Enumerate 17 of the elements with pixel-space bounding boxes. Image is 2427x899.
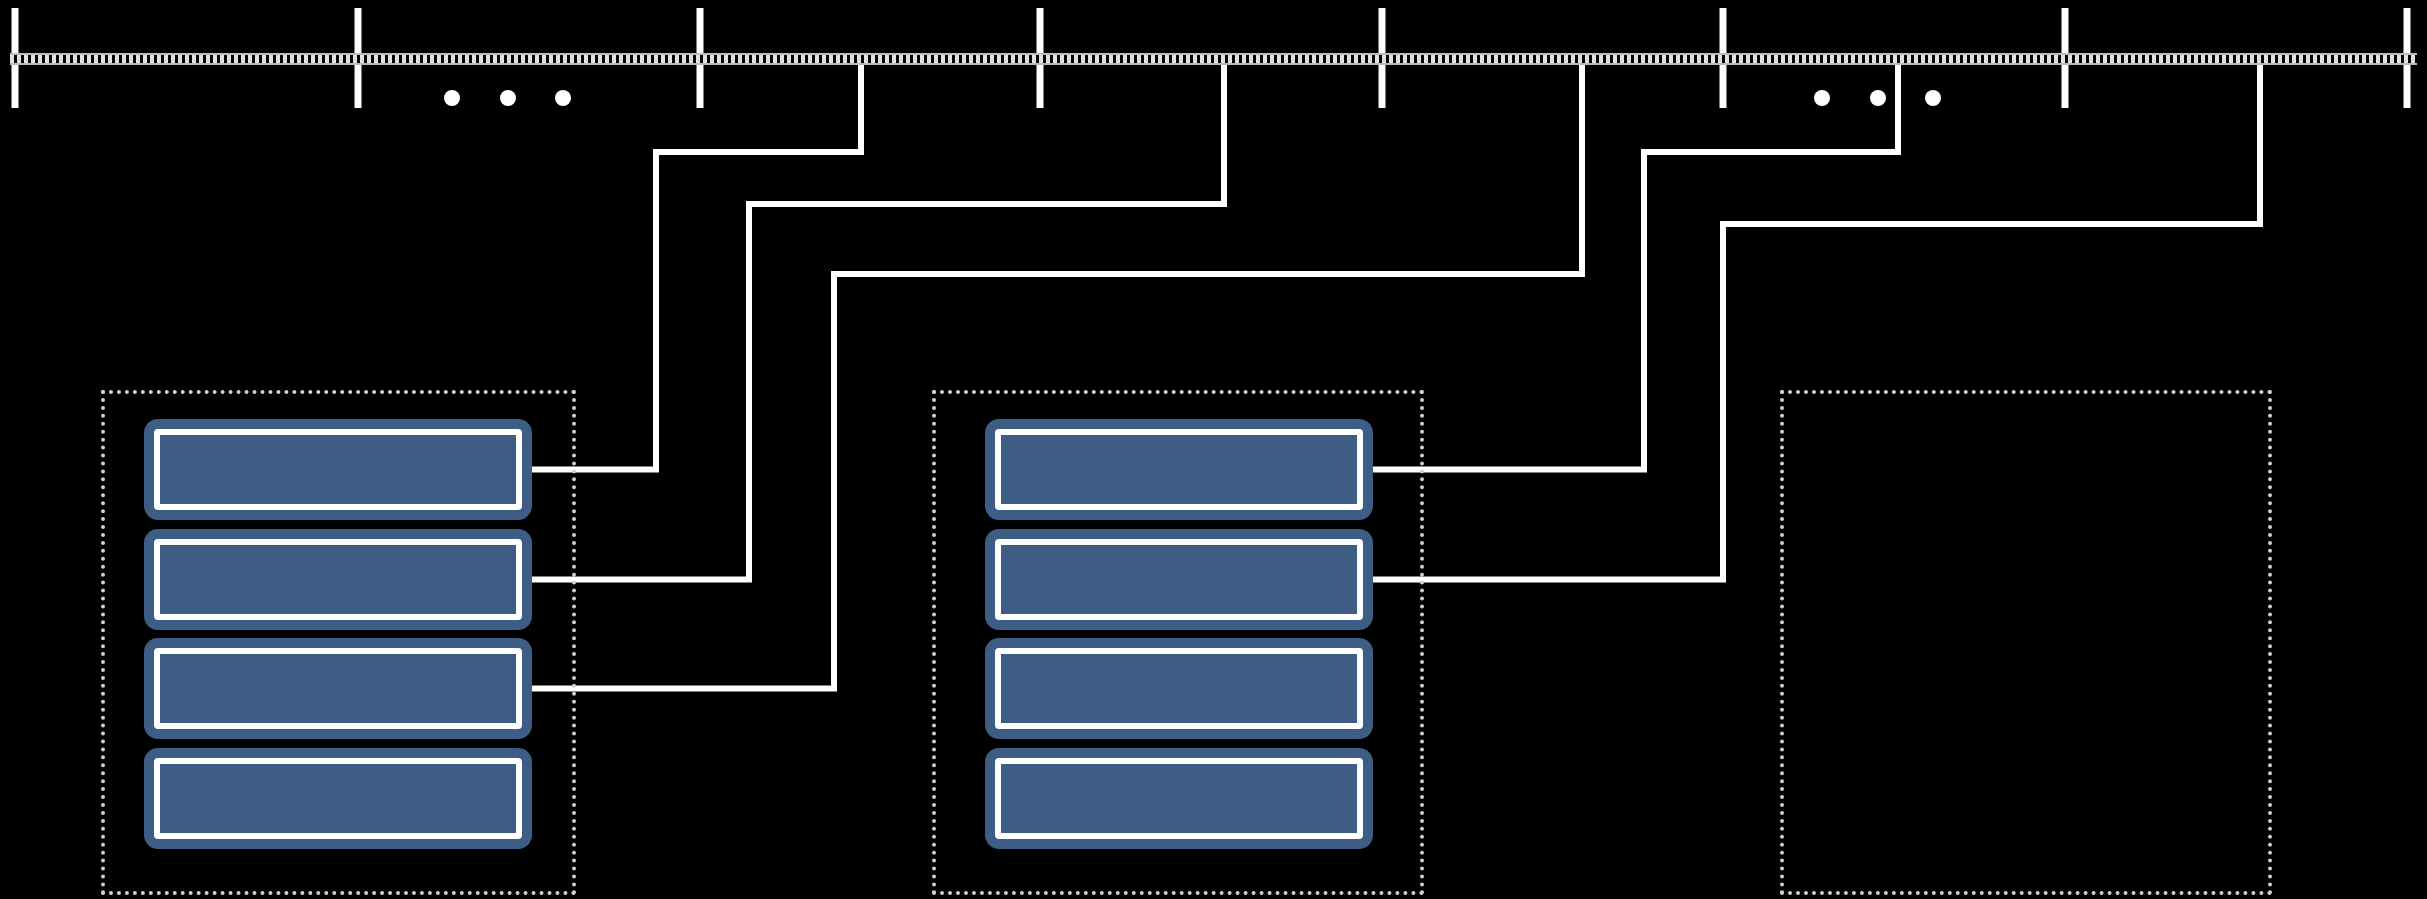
connector-line — [1373, 65, 2263, 583]
slot-box — [144, 748, 532, 849]
dotted-group-box — [932, 390, 1424, 895]
connector-line — [532, 65, 864, 473]
slot-box — [985, 529, 1373, 630]
slot-box — [144, 419, 532, 520]
connector-line — [1373, 65, 1901, 473]
dotted-group-box — [101, 390, 576, 895]
connector-line — [532, 65, 1585, 692]
timeline-bar — [10, 53, 2417, 65]
slot-box — [144, 638, 532, 739]
slot-box — [985, 638, 1373, 739]
slot-box — [985, 748, 1373, 849]
slot-box — [985, 419, 1373, 520]
connector-line — [532, 65, 1227, 583]
dotted-group-box — [1780, 390, 2272, 895]
slot-box — [144, 529, 532, 630]
